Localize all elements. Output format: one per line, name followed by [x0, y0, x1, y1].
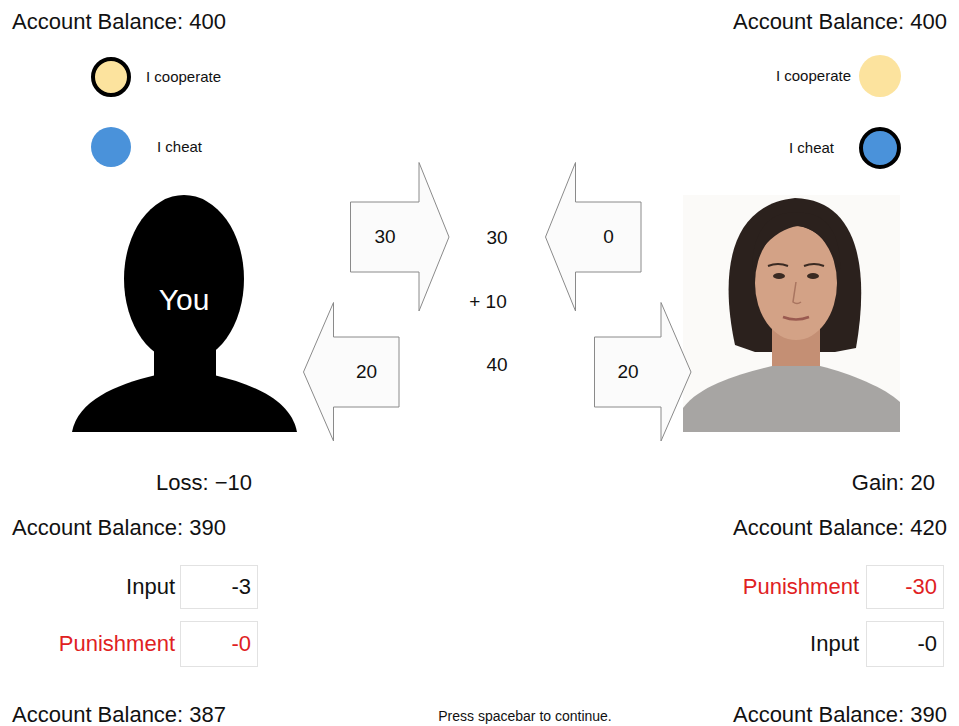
- arrow-outline: [351, 163, 450, 312]
- face: [755, 226, 837, 340]
- nose: [793, 282, 801, 304]
- entry-field: Input-0: [866, 621, 944, 667]
- choice-label: I cheat: [789, 139, 834, 157]
- arrow-shape: [303, 302, 400, 442]
- arrow-outline: [595, 303, 692, 442]
- field-label: Punishment: [743, 574, 859, 600]
- screen-text: Account Balance: 400: [12, 9, 226, 35]
- transfer-arrow: 30: [350, 162, 450, 312]
- screen-text: 40: [486, 354, 507, 377]
- choice-circle: I cooperate: [91, 57, 131, 97]
- choice-circle: I cheat: [91, 127, 131, 167]
- player-name: You: [159, 282, 210, 318]
- field-label: Punishment: [59, 631, 175, 657]
- entry-field: Punishment-30: [866, 565, 944, 609]
- photo-ground: [683, 195, 900, 432]
- screen-text: Gain: 20: [852, 470, 935, 496]
- screen-text: Loss: −10: [156, 470, 252, 496]
- arrow-shape: [594, 302, 692, 442]
- player-silhouette: You: [72, 195, 297, 432]
- arrow-outline: [546, 163, 642, 312]
- hair-fringe: [752, 213, 840, 270]
- transfer-amount: 20: [356, 361, 377, 384]
- field-value: -3: [231, 574, 251, 600]
- transfer-amount: 30: [374, 226, 395, 249]
- mouth: [783, 317, 809, 320]
- field-label: Input: [810, 631, 859, 657]
- choice-circle: I cheat: [859, 127, 901, 169]
- transfer-amount: 0: [603, 226, 614, 249]
- screen-text: Account Balance: 400: [733, 9, 947, 35]
- screen-text: Press spacebar to continue.: [438, 708, 612, 725]
- field-value: -30: [905, 574, 937, 600]
- field-label: Input: [126, 574, 175, 600]
- arrow-shape: [545, 162, 642, 312]
- screen-text: 30: [486, 227, 507, 250]
- field-value: -0: [917, 631, 937, 657]
- eye: [807, 273, 819, 279]
- choice-label: I cooperate: [146, 68, 221, 86]
- field-value: -0: [231, 631, 251, 657]
- transfer-amount: 20: [617, 361, 638, 384]
- screen-text: Account Balance: 390: [12, 515, 226, 541]
- screen-text: + 10: [469, 291, 507, 314]
- brow: [804, 264, 824, 266]
- arrow-outline: [304, 303, 400, 442]
- choice-label: I cheat: [157, 138, 202, 156]
- entry-field: Punishment-0: [180, 621, 258, 667]
- screen-text: Account Balance: 390: [733, 702, 947, 726]
- entry-field: Input-3: [180, 565, 258, 609]
- choice-label: I cooperate: [776, 67, 851, 85]
- transfer-arrow: 0: [545, 162, 642, 312]
- eye: [773, 273, 785, 279]
- hair-back: [729, 198, 862, 352]
- transfer-arrow: 20: [594, 302, 692, 442]
- arrow-shape: [350, 162, 450, 312]
- screen-text: Account Balance: 420: [733, 515, 947, 541]
- choice-circle: I cooperate: [859, 55, 901, 97]
- sweater: [683, 366, 900, 432]
- transfer-arrow: 20: [303, 302, 400, 442]
- silhouette-shoulders: [72, 375, 297, 432]
- screen-text: Account Balance: 387: [12, 702, 226, 726]
- brow: [768, 264, 788, 266]
